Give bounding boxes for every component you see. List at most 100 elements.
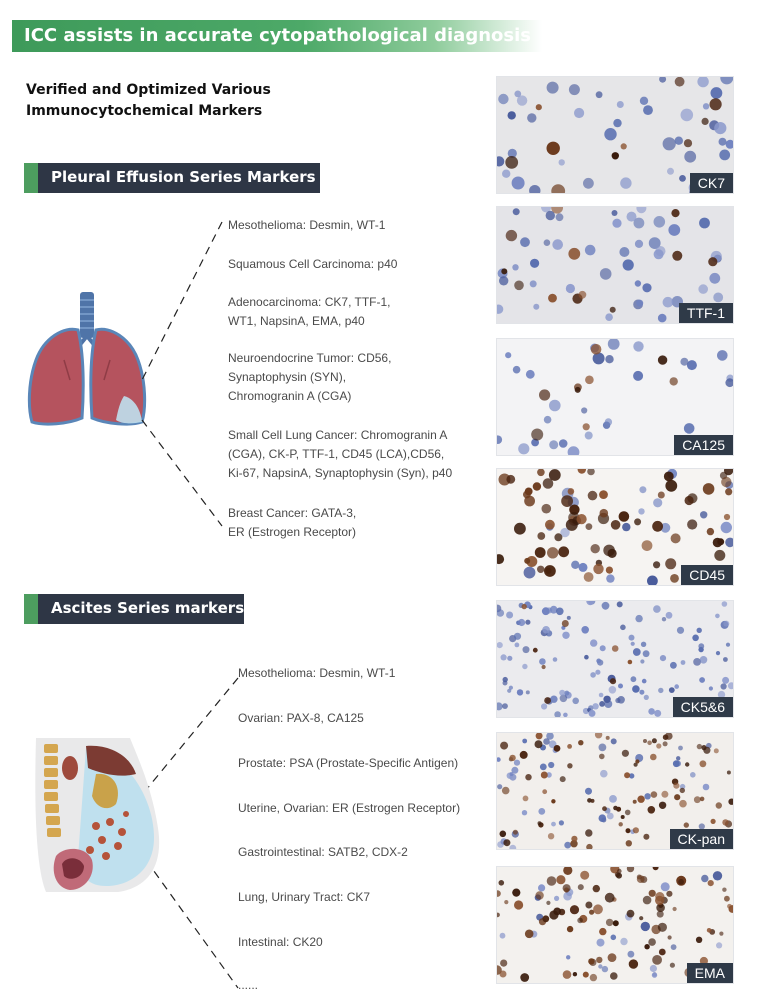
brown-cell [647, 806, 656, 814]
blue-cell [520, 237, 530, 248]
brown-cell [642, 895, 652, 905]
brown-cell [542, 789, 548, 795]
brown-cell [648, 938, 656, 946]
brown-cell [534, 547, 546, 558]
pleural-heading-text: Pleural Effusion Series Markers [51, 168, 316, 186]
brown-cell [607, 953, 617, 962]
blue-cell [518, 618, 526, 627]
micrograph-image [497, 77, 733, 193]
blue-cell [563, 712, 568, 717]
brown-cell [602, 806, 607, 812]
blue-cell [558, 820, 564, 826]
blue-cell [500, 654, 507, 661]
blue-cell [701, 874, 709, 883]
brown-cell [599, 508, 609, 518]
blue-cell [516, 95, 528, 106]
blue-cell [604, 418, 613, 426]
blue-cell [549, 399, 561, 412]
blue-cell [636, 207, 647, 214]
brown-cell [585, 901, 593, 909]
brown-cell [556, 875, 566, 885]
blue-cell [595, 669, 601, 675]
brown-cell [583, 572, 594, 582]
blue-cell [522, 663, 528, 670]
blue-cell [641, 678, 647, 684]
blue-cell [674, 684, 679, 689]
blue-cell [639, 486, 647, 494]
blue-cell [725, 537, 733, 548]
blue-cell [554, 711, 561, 717]
brown-cell [665, 558, 677, 570]
brown-cell [520, 973, 530, 982]
blue-cell [648, 708, 655, 715]
pleural-item-adenocarcinoma: Adenocarcinoma: CK7, TTF-1, WT1, NapsinA… [228, 295, 391, 328]
brown-cell [652, 520, 663, 532]
brown-cell [592, 884, 600, 893]
brown-cell [605, 566, 613, 574]
brown-cell [709, 98, 722, 111]
blue-cell [620, 937, 628, 946]
micrograph-label: CK5&6 [672, 697, 733, 717]
brown-cell [643, 833, 650, 840]
brown-cell [657, 922, 667, 932]
brown-cell [683, 139, 693, 148]
brown-cell [648, 889, 656, 897]
brown-cell [512, 888, 521, 897]
blue-cell [660, 522, 671, 533]
brown-cell [656, 903, 665, 912]
brown-cell [644, 944, 650, 950]
brown-cell [524, 557, 531, 564]
brown-cell [636, 875, 645, 883]
brown-cell [641, 540, 653, 551]
brown-cell [588, 958, 595, 965]
blue-cell [670, 944, 677, 950]
blue-cell [603, 695, 611, 703]
blue-cell [616, 601, 623, 608]
brown-cell [651, 738, 657, 744]
blue-cell [616, 101, 624, 108]
banner-title: ICC assists in accurate cytopathological… [24, 25, 531, 46]
brown-cell [618, 822, 623, 827]
blue-cell [723, 620, 730, 627]
brown-cell [544, 697, 551, 704]
brown-cell [497, 912, 500, 918]
blue-cell [596, 938, 605, 947]
brown-cell [568, 247, 581, 260]
blue-cell [674, 760, 681, 767]
brown-cell [577, 469, 586, 474]
blue-cell [700, 511, 708, 519]
brown-cell [561, 495, 573, 507]
brown-cell [574, 386, 581, 393]
pleural-item-neuroendocrine: Neuroendocrine Tumor: CD56, Synaptophysi… [228, 351, 392, 403]
blue-cell [634, 239, 644, 248]
brown-cell [620, 143, 627, 150]
brown-cell [593, 904, 603, 915]
blue-cell [627, 950, 635, 958]
blue-cell [581, 407, 588, 414]
brown-cell [611, 152, 619, 160]
brown-cell [653, 561, 661, 569]
blue-cell [497, 304, 504, 314]
blue-cell [507, 655, 513, 661]
blue-cell [512, 264, 519, 271]
blue-cell [538, 884, 546, 892]
brown-cell [589, 973, 598, 982]
micrograph-cd45: CD45 [496, 468, 734, 586]
blue-cell [546, 772, 552, 778]
blue-cell [574, 107, 585, 119]
brown-cell [722, 819, 729, 826]
brown-cell [701, 117, 709, 125]
blue-cell [606, 812, 614, 820]
brown-cell [596, 956, 603, 964]
blue-cell [611, 210, 618, 216]
blue-cell [550, 695, 558, 703]
brown-cell [708, 257, 718, 267]
blue-cell [545, 210, 555, 221]
blue-cell [509, 772, 514, 776]
blue-cell [571, 560, 580, 569]
blue-cell [715, 651, 721, 656]
brown-cell [706, 928, 712, 933]
brown-cell [634, 518, 642, 526]
ascites-item-gastrointestinal: Gastrointestinal: SATB2, CDX-2 [238, 845, 408, 859]
blue-cell [601, 965, 609, 973]
